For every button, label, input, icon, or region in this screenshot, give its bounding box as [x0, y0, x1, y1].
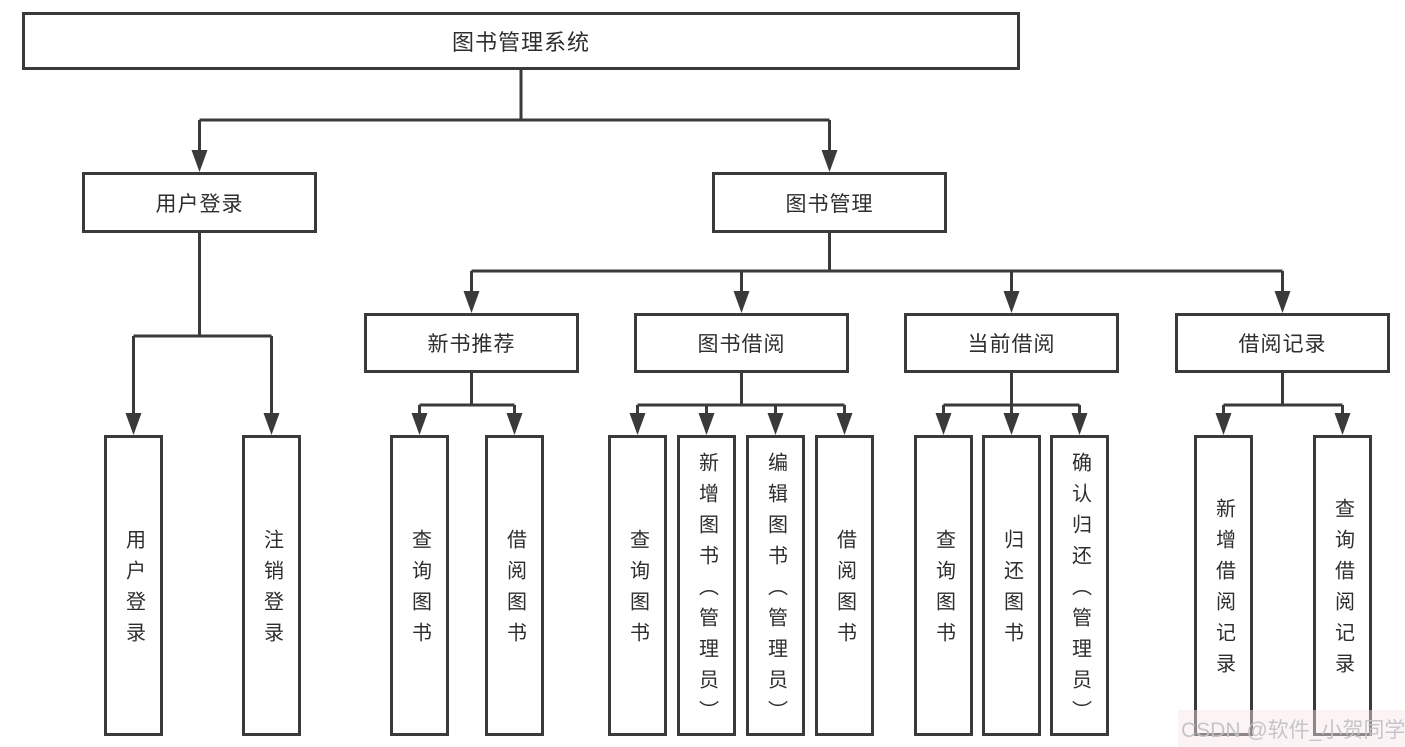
leaf-logout: 注销登录 — [242, 435, 301, 736]
leaf-label: 新增借阅记录 — [1212, 498, 1235, 684]
node-label: 图书管理 — [785, 192, 874, 216]
leaf-label: 查询借阅记录 — [1331, 498, 1354, 684]
leaf-label: 归还图书 — [1000, 529, 1023, 653]
node-label: 图书管理系统 — [451, 30, 590, 55]
node-label: 借阅记录 — [1238, 333, 1327, 356]
leaf-label: 确认归还（管理员） — [1068, 451, 1091, 731]
connector-borrowrecords-to-leaves — [1222, 373, 1344, 415]
node-label: 当前借阅 — [967, 333, 1056, 356]
leaf-borrow-books-recommend: 借阅图书 — [485, 435, 544, 736]
connector-bookborrow-to-leaves — [636, 373, 846, 415]
node-label: 图书借阅 — [697, 333, 786, 356]
leaf-return-book: 归还图书 — [982, 435, 1041, 736]
leaf-label: 查询图书 — [408, 529, 431, 653]
leaf-label: 用户登录 — [122, 529, 145, 653]
leaf-query-books-current: 查询图书 — [914, 435, 973, 736]
arrowheads-down — [125, 150, 1351, 435]
connector-userlogin-to-leaves — [132, 233, 273, 415]
node-user-login: 用户登录 — [82, 172, 317, 233]
leaf-add-book-admin: 新增图书（管理员） — [677, 435, 736, 736]
leaf-label: 查询图书 — [626, 529, 649, 653]
node-book-management: 图书管理 — [712, 172, 947, 233]
node-book-borrowing: 图书借阅 — [634, 313, 849, 373]
connector-currentborrow-to-leaves — [942, 373, 1081, 415]
leaf-label: 编辑图书（管理员） — [764, 451, 787, 731]
node-library-management-system: 图书管理系统 — [22, 12, 1020, 70]
node-current-borrowing: 当前借阅 — [904, 313, 1119, 373]
leaf-label: 新增图书（管理员） — [695, 451, 718, 731]
leaf-confirm-return-admin: 确认归还（管理员） — [1050, 435, 1109, 736]
leaf-user-login: 用户登录 — [104, 435, 163, 736]
leaf-edit-book-admin: 编辑图书（管理员） — [746, 435, 805, 736]
connector-bookmgmt-to-level3 — [470, 233, 1284, 293]
leaf-query-borrow-record: 查询借阅记录 — [1313, 435, 1372, 736]
leaf-label: 借阅图书 — [503, 529, 526, 653]
node-label: 新书推荐 — [427, 333, 516, 356]
leaf-query-books-borrow: 查询图书 — [608, 435, 667, 736]
node-label: 用户登录 — [155, 192, 244, 216]
leaf-borrow-books: 借阅图书 — [815, 435, 874, 736]
connector-newbook-to-leaves — [418, 373, 516, 415]
leaf-add-borrow-record: 新增借阅记录 — [1194, 435, 1253, 736]
leaf-query-books-recommend: 查询图书 — [390, 435, 449, 736]
connector-root-to-level2 — [198, 70, 831, 152]
node-new-book-recommendation: 新书推荐 — [364, 313, 579, 373]
leaf-label: 查询图书 — [932, 529, 955, 653]
node-borrowing-records: 借阅记录 — [1175, 313, 1390, 373]
leaf-label: 注销登录 — [260, 529, 283, 653]
leaf-label: 借阅图书 — [833, 529, 856, 653]
